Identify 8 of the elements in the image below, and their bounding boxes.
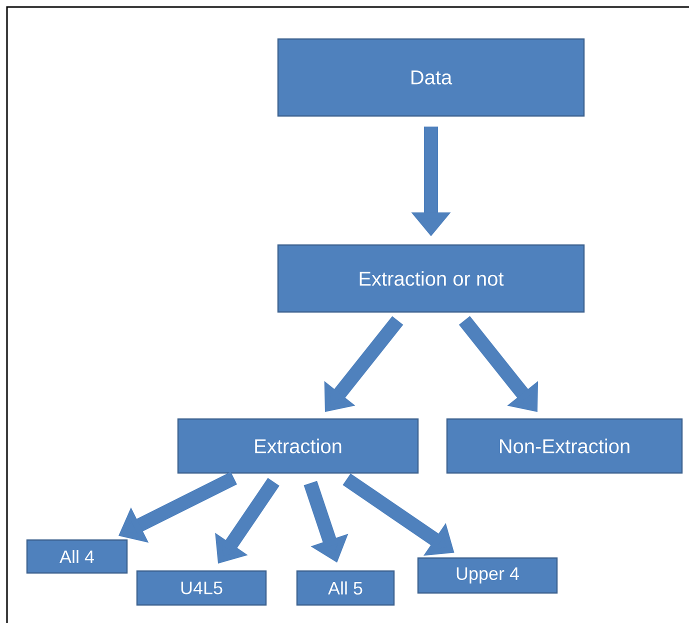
process-box: All 5 [296,570,395,606]
process-box: Extraction or not [277,244,585,313]
process-box: Extraction [177,418,419,474]
process-box: Data [277,38,585,117]
process-box: U4L5 [136,570,267,606]
process-box: Non-Extraction [446,418,683,474]
process-box: Upper 4 [417,557,558,594]
process-box: All 4 [26,539,128,574]
